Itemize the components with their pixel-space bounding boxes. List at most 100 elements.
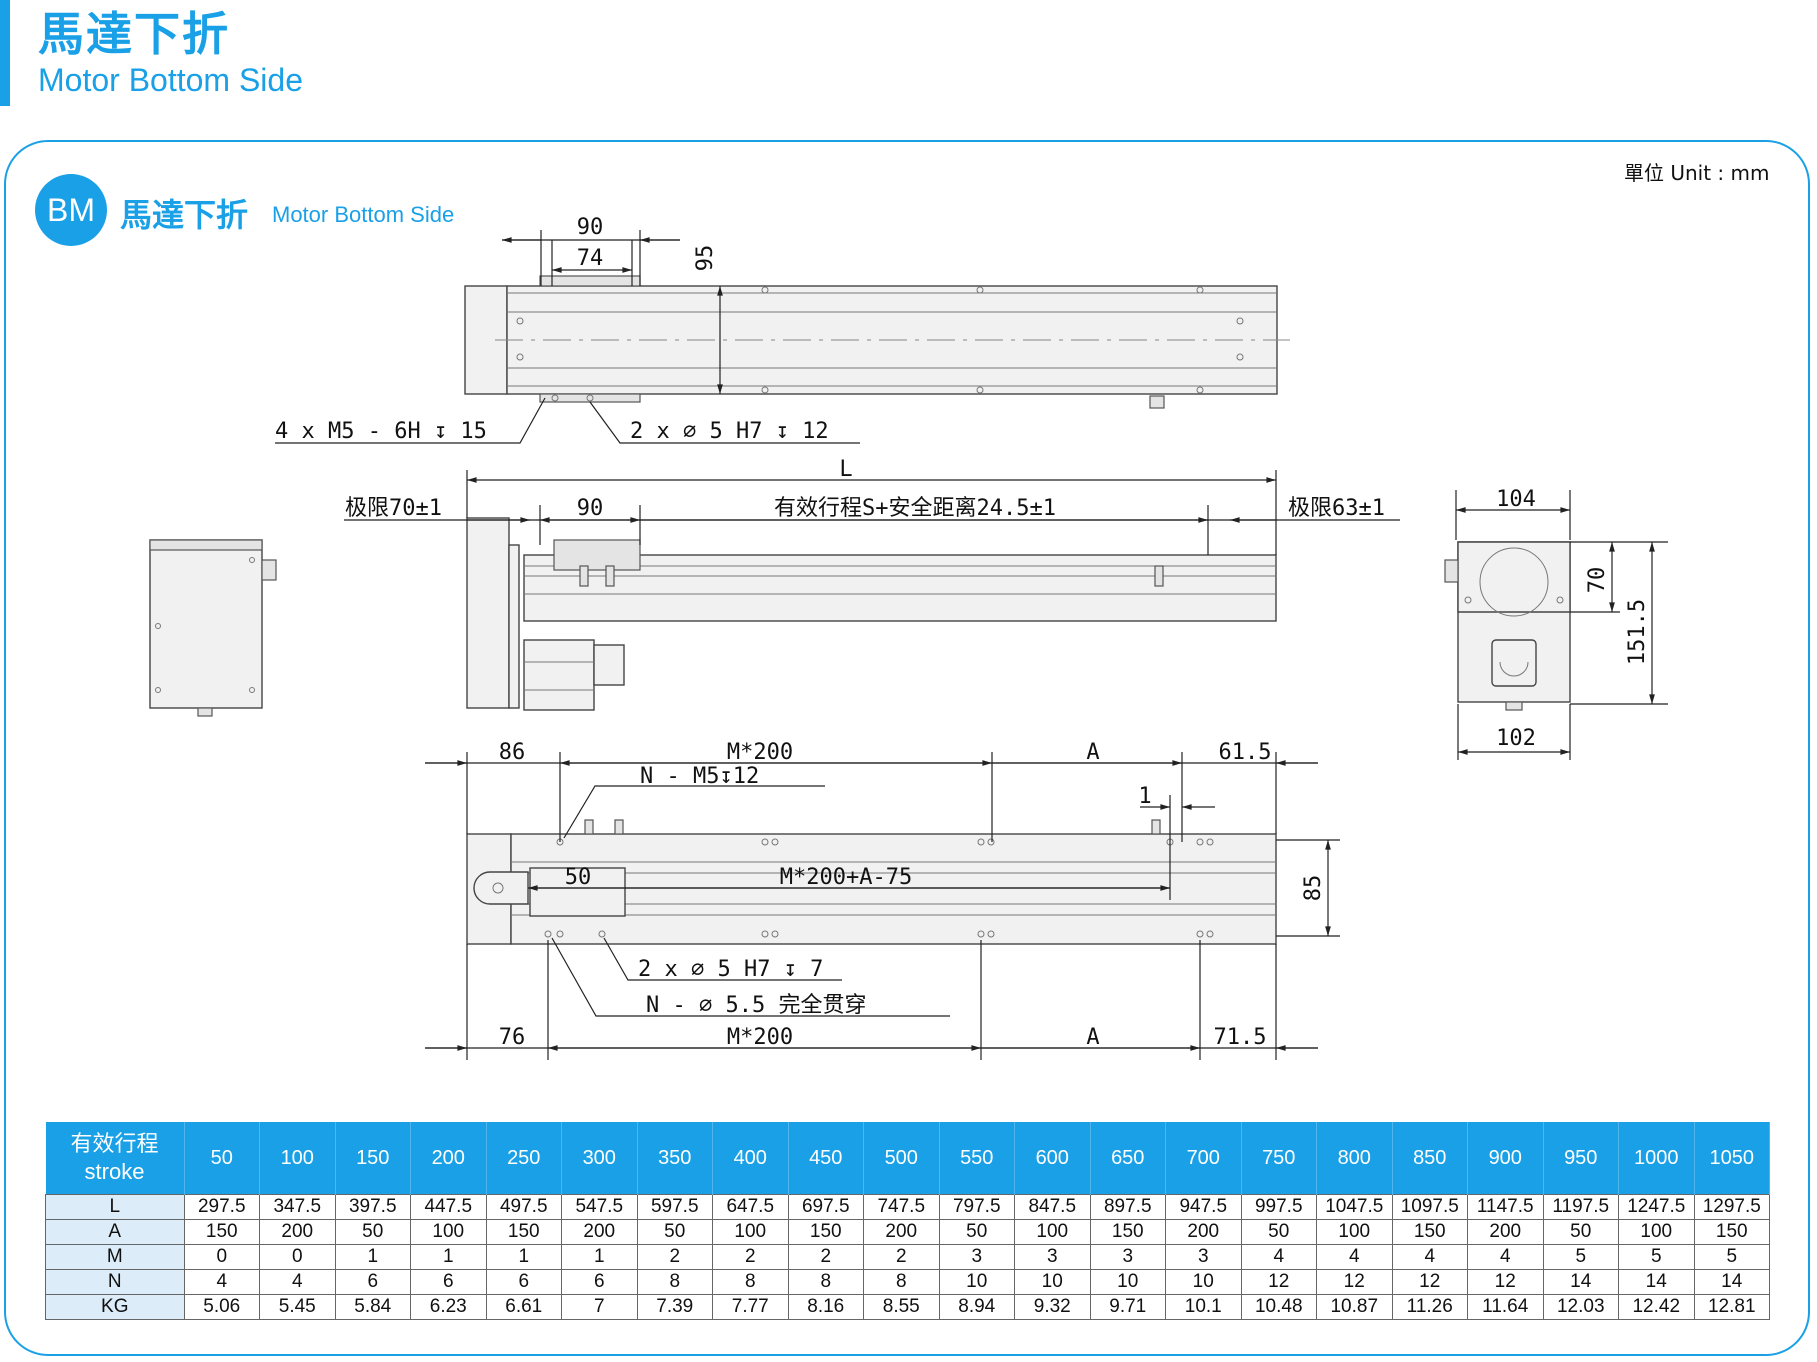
table-cell: 7.77 <box>712 1294 789 1320</box>
table-cell: 3 <box>1089 1244 1166 1270</box>
table-cell: 12 <box>1467 1269 1544 1295</box>
stroke-header-cell: 850 <box>1392 1122 1468 1195</box>
table-cell: 1 <box>561 1244 638 1270</box>
stroke-header-cell: 800 <box>1316 1122 1393 1195</box>
top-dim-90: 90 <box>577 215 604 240</box>
table-cell: 1147.5 <box>1467 1194 1544 1220</box>
table-cell: 8 <box>636 1269 713 1295</box>
side-view: L 极限70±1 90 有效行程S+安全距离24.5±1 极限63±1 <box>344 457 1400 711</box>
bottom-dim-1: 1 <box>1138 784 1151 809</box>
callout-pin-holes-top: 2 x ∅ 5 H7 ↧ 12 <box>630 419 829 444</box>
table-cell: 6.61 <box>485 1294 562 1320</box>
table-cell: 12 <box>1316 1269 1393 1295</box>
table-cell: 397.5 <box>334 1194 411 1220</box>
row-label: M <box>45 1244 185 1270</box>
table-cell: 8 <box>863 1269 940 1295</box>
table-cell: 6 <box>334 1269 411 1295</box>
section-title-cn: 馬達下折 <box>120 196 249 234</box>
table-cell: 6 <box>410 1269 487 1295</box>
stroke-header-cell: 200 <box>410 1122 487 1195</box>
stroke-header-cell: 950 <box>1543 1122 1619 1195</box>
table-cell: 497.5 <box>485 1194 562 1220</box>
table-cell: 4 <box>1391 1244 1468 1270</box>
table-cell: 200 <box>863 1219 940 1245</box>
table-cell: 10.1 <box>1165 1294 1242 1320</box>
section-title-en: Motor Bottom Side <box>272 202 455 227</box>
stroke-header-cell: 150 <box>335 1122 411 1195</box>
stroke-header-cn: 有效行程 <box>70 1131 159 1156</box>
motor-end-view <box>149 539 277 717</box>
stroke-header-cell: 500 <box>863 1122 940 1195</box>
table-cell: 2 <box>787 1244 864 1270</box>
callout-n-m5: N - M5↧12 <box>640 764 759 789</box>
stroke-header-cell: 1000 <box>1618 1122 1695 1195</box>
table-cell: 200 <box>259 1219 336 1245</box>
table-cell: 947.5 <box>1165 1194 1242 1220</box>
table-cell: 1197.5 <box>1542 1194 1619 1220</box>
table-cell: 7.39 <box>636 1294 713 1320</box>
table-cell: 10 <box>1089 1269 1166 1295</box>
top-dim-95: 95 <box>693 245 718 272</box>
table-cell: 10 <box>1165 1269 1242 1295</box>
stroke-header-cell: 450 <box>788 1122 864 1195</box>
bottom-dim-76: 76 <box>499 1025 526 1050</box>
page-title-cn: 馬達下折 <box>38 7 230 61</box>
table-cell: 14 <box>1542 1269 1619 1295</box>
table-cell: 2 <box>712 1244 789 1270</box>
stroke-header-cell: 550 <box>939 1122 1015 1195</box>
table-cell: 12.81 <box>1693 1294 1770 1320</box>
stroke-header-en: stroke <box>84 1159 145 1184</box>
table-cell: 0 <box>259 1244 336 1270</box>
stroke-header-cell: 1050 <box>1694 1122 1770 1195</box>
stroke-header-cell: 600 <box>1014 1122 1091 1195</box>
table-cell: 5 <box>1542 1244 1619 1270</box>
stroke-header-cell: 650 <box>1090 1122 1166 1195</box>
end-dim-102: 102 <box>1496 726 1536 751</box>
table-cell: 50 <box>636 1219 713 1245</box>
table-cell: 3 <box>1165 1244 1242 1270</box>
table-cell: 100 <box>410 1219 487 1245</box>
row-label: A <box>45 1219 185 1245</box>
table-cell: 11.64 <box>1467 1294 1544 1320</box>
table-cell: 8.16 <box>787 1294 864 1320</box>
row-label: KG <box>45 1294 185 1320</box>
stroke-header-cell: 400 <box>712 1122 789 1195</box>
table-cell: 200 <box>561 1219 638 1245</box>
table-cell: 697.5 <box>787 1194 864 1220</box>
bottom-dim-71-5: 71.5 <box>1214 1025 1267 1050</box>
stroke-header-cell: 700 <box>1165 1122 1242 1195</box>
table-cell: 1047.5 <box>1316 1194 1393 1220</box>
title-accent-bar <box>0 0 10 106</box>
table-cell: 50 <box>1542 1219 1619 1245</box>
bottom-dim-86: 86 <box>499 740 526 765</box>
table-cell: 3 <box>1014 1244 1091 1270</box>
table-cell: 1247.5 <box>1618 1194 1695 1220</box>
end-dim-151-5: 151.5 <box>1625 599 1650 665</box>
table-cell: 10.48 <box>1240 1294 1317 1320</box>
bottom-dim-61-5: 61.5 <box>1219 740 1272 765</box>
table-cell: 5.45 <box>259 1294 336 1320</box>
table-cell: 2 <box>636 1244 713 1270</box>
table-cell: 1 <box>410 1244 487 1270</box>
table-cell: 150 <box>183 1219 260 1245</box>
table-cell: 5.06 <box>183 1294 260 1320</box>
table-cell: 12.42 <box>1618 1294 1695 1320</box>
page-title-en: Motor Bottom Side <box>38 62 303 98</box>
table-cell: 4 <box>183 1269 260 1295</box>
bottom-dim-85: 85 <box>1301 875 1326 902</box>
table-cell: 0 <box>183 1244 260 1270</box>
bottom-dim-m200-a75: M*200+A-75 <box>780 865 912 890</box>
stroke-header-cell: 750 <box>1241 1122 1317 1195</box>
table-cell: 1 <box>485 1244 562 1270</box>
table-cell: 6 <box>561 1269 638 1295</box>
table-cell: 12 <box>1391 1269 1468 1295</box>
table-cell: 5 <box>1618 1244 1695 1270</box>
table-cell: 897.5 <box>1089 1194 1166 1220</box>
bottom-dim-50: 50 <box>565 865 592 890</box>
